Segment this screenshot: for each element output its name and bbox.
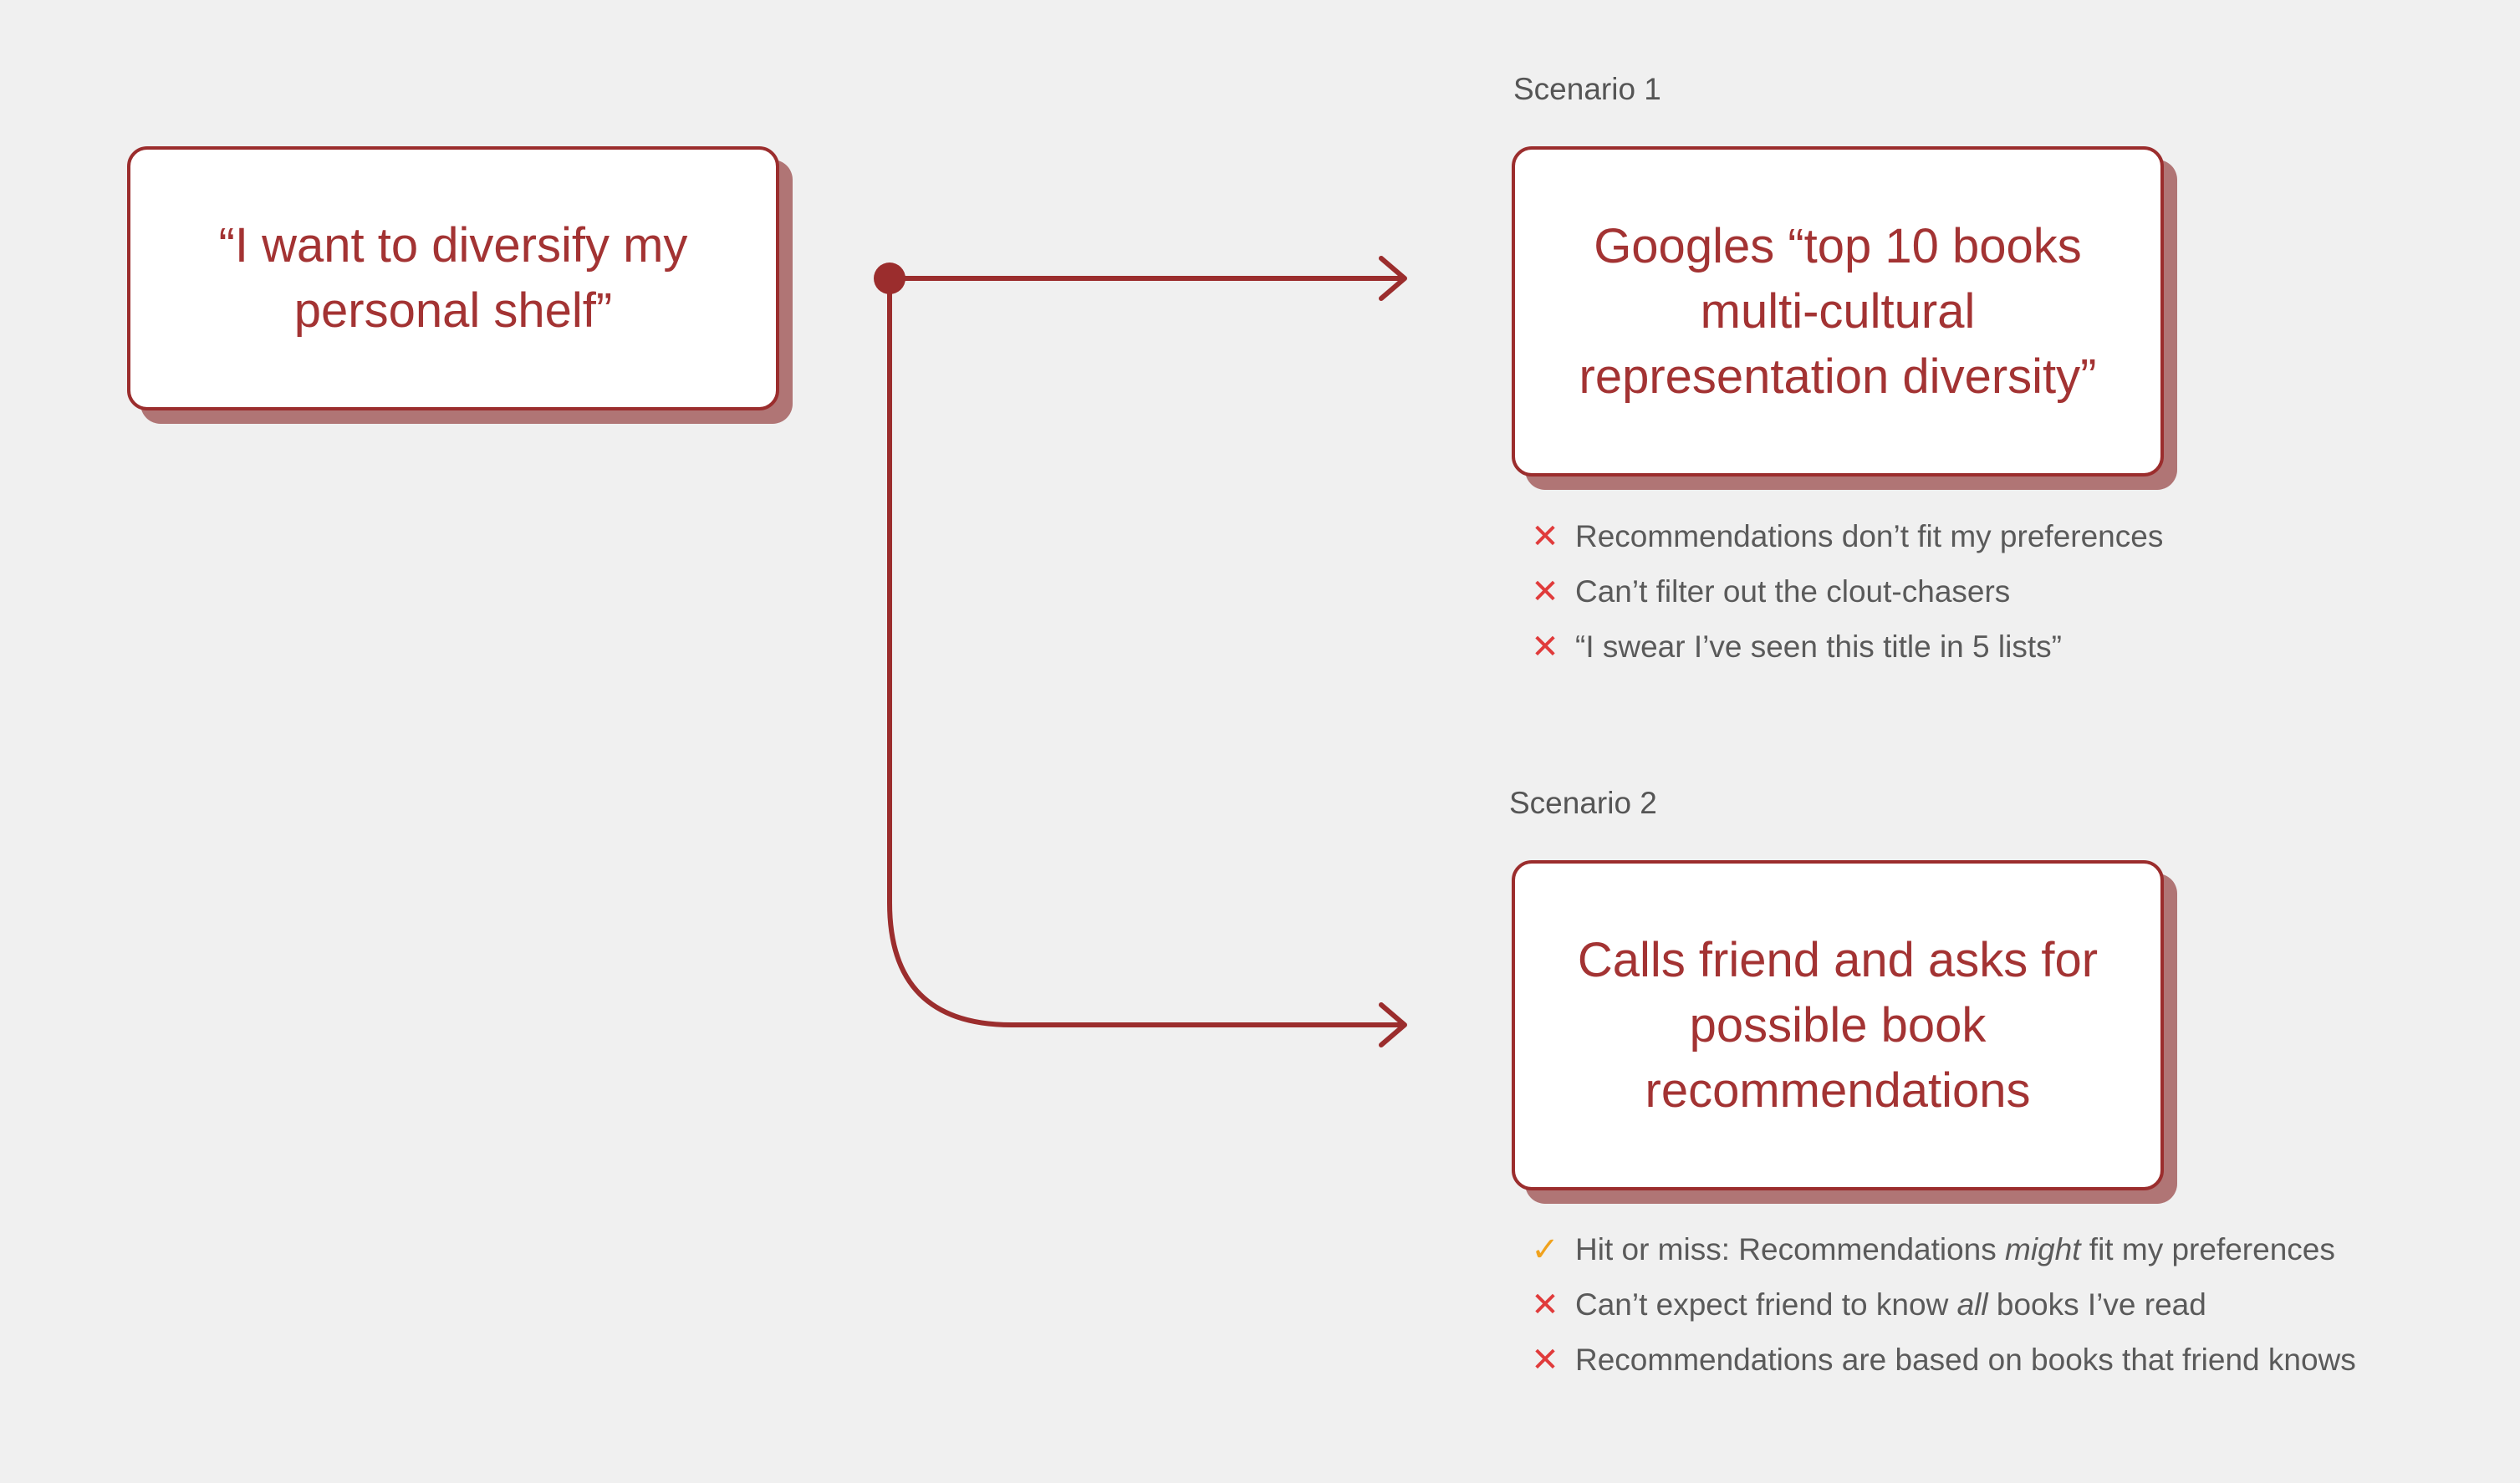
outcome-item: ✕ Can’t filter out the clout-chasers — [1528, 564, 2163, 619]
outcome-emphasis: might — [2005, 1232, 2081, 1266]
scenario-1-card: Googles “top 10 books multi-cultural rep… — [1512, 146, 2164, 476]
outcome-text-segment: “I swear I’ve seen this title in 5 lists… — [1575, 629, 2062, 664]
outcome-text-segment: Can’t filter out the clout-chasers — [1575, 574, 2011, 609]
scenario-1-label: Scenario 1 — [1513, 72, 1661, 106]
outcome-text: Recommendations are based on books that … — [1575, 1343, 2356, 1377]
outcome-text: Recommendations don’t fit my preferences — [1575, 519, 2163, 553]
scenario-1-outcomes: ✕ Recommendations don’t fit my preference… — [1528, 509, 2163, 675]
outcome-item: ✓ Hit or miss: Recommendations might fit … — [1528, 1222, 2356, 1277]
outcome-emphasis: all — [1956, 1287, 1988, 1322]
check-icon: ✓ — [1531, 1231, 1559, 1268]
goal-text: “I want to diversify my personal shelf” — [218, 218, 688, 338]
cross-icon: ✕ — [1531, 629, 1559, 665]
cross-icon: ✕ — [1531, 573, 1559, 610]
outcome-text-segment: Recommendations are based on books that … — [1575, 1343, 2356, 1377]
scenario-2-label: Scenario 2 — [1509, 786, 1657, 820]
outcome-text-segment: Recommendations don’t fit my preferences — [1575, 519, 2164, 553]
outcome-item: ✕ “I swear I’ve seen this title in 5 list… — [1528, 619, 2163, 675]
outcome-text: Can’t expect friend to know all books I’… — [1575, 1287, 2206, 1322]
outcome-text-segment: Can’t expect friend to know — [1575, 1287, 1957, 1322]
cross-icon: ✕ — [1531, 1287, 1559, 1323]
scenario-2-outcomes: ✓ Hit or miss: Recommendations might fit … — [1528, 1222, 2356, 1388]
connector-to-scenario-2 — [887, 278, 1405, 1027]
arrowhead-scenario-2 — [1379, 1002, 1407, 1047]
outcome-item: ✕ Recommendations don’t fit my preference… — [1528, 509, 2163, 564]
cross-icon: ✕ — [1531, 518, 1559, 555]
scenario-2-card-text: Calls friend and asks for possible book … — [1577, 932, 2099, 1118]
outcome-text: “I swear I’ve seen this title in 5 lists… — [1575, 629, 2062, 664]
outcome-text-segment: fit my preferences — [2080, 1232, 2335, 1266]
outcome-item: ✕ Can’t expect friend to know all books I… — [1528, 1277, 2356, 1333]
outcome-text: Can’t filter out the clout-chasers — [1575, 574, 2010, 609]
cross-icon: ✕ — [1531, 1342, 1559, 1379]
scenario-1-card-text: Googles “top 10 books multi-cultural rep… — [1579, 218, 2097, 404]
outcome-item: ✕ Recommendations are based on books that… — [1528, 1333, 2356, 1388]
goal-card: “I want to diversify my personal shelf” — [127, 146, 779, 410]
outcome-text: Hit or miss: Recommendations might fit m… — [1575, 1232, 2335, 1266]
scenario-2-card: Calls friend and asks for possible book … — [1512, 860, 2164, 1190]
arrowhead-scenario-1 — [1379, 256, 1407, 301]
outcome-text-segment: books I’ve read — [1987, 1287, 2206, 1322]
outcome-text-segment: Hit or miss: Recommendations — [1575, 1232, 2006, 1266]
